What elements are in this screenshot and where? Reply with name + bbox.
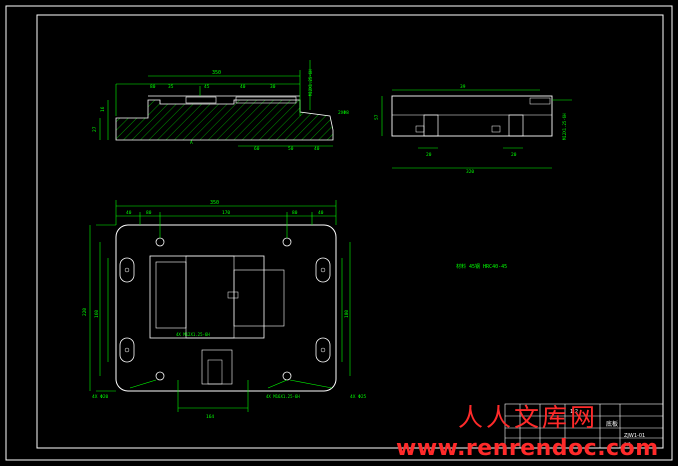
svg-text:M12X1.25-6H: M12X1.25-6H [562, 113, 567, 140]
top-view-note: 4X M12X1.25-6H [176, 332, 210, 337]
top-view-total-width: 350 [210, 200, 219, 206]
top-view-seg-2: 80 [146, 210, 152, 216]
section-dim-60: 60 [254, 146, 260, 152]
hole-bl [155, 371, 165, 381]
watermark-chinese: 人人文库网 [458, 403, 599, 432]
svg-text:27: 27 [92, 126, 98, 132]
side-slot-2 [508, 114, 524, 137]
hole-tr [282, 237, 292, 247]
svg-text:40: 40 [240, 84, 246, 90]
svg-text:A: A [190, 140, 193, 146]
top-view-height-total: 220 [82, 308, 88, 316]
title-drawing-no: ZJW1-01 [624, 433, 645, 439]
outer-frame [5, 5, 673, 461]
title-block [504, 403, 664, 449]
material-note: 材料 45钢 HRC40-45 [456, 263, 507, 270]
top-view-bottom-dim: 164 [206, 414, 214, 420]
title-scale: 1:2 [570, 409, 578, 415]
side-view-height-dim: 57 [374, 114, 380, 120]
svg-text:16: 16 [100, 106, 106, 112]
side-slot-1 [423, 114, 439, 137]
top-view-seg-1: 40 [126, 210, 132, 216]
top-view-left-callout: 4X Φ20 [92, 394, 109, 400]
top-view-bottom-note: 4X M16X1.25-6H [266, 394, 300, 399]
side-slot-dim-2: 20 [511, 152, 517, 158]
title-part-name: 底板 [606, 420, 618, 428]
svg-text:35: 35 [168, 84, 174, 90]
section-view: 350 80 35 45 40 30 27 16 A 60 50 40 2XΦ8… [92, 60, 349, 152]
svg-text:45: 45 [204, 84, 210, 90]
slot-right-bottom [315, 337, 331, 363]
top-view-plate [115, 224, 337, 392]
svg-text:30: 30 [270, 84, 276, 90]
top-view-height-left: 160 [94, 310, 100, 318]
top-view-right-callout: 4X Φ25 [350, 394, 367, 400]
svg-text:M12X1.25-6H: M12X1.25-6H [308, 69, 313, 96]
section-slot-2 [235, 96, 297, 104]
top-view: 350 40 80 170 80 40 220 160 180 164 4X M… [82, 200, 367, 420]
svg-text:80: 80 [150, 84, 156, 90]
top-view-height-right: 180 [344, 310, 350, 318]
section-dim-50: 50 [288, 146, 294, 152]
side-view-top-dim: 39 [460, 84, 466, 90]
side-view: 39 57 320 20 20 M12X1.25-6H [374, 84, 572, 175]
inner-frame [36, 14, 664, 449]
title-sheet: 1/1 [624, 442, 631, 448]
top-view-seg-5: 40 [318, 210, 324, 216]
top-view-seg-4: 80 [292, 210, 298, 216]
section-slot-1 [185, 96, 217, 104]
slot-right-top [315, 257, 331, 283]
svg-text:350: 350 [212, 70, 221, 76]
side-view-body [391, 95, 553, 137]
hole-tl [155, 237, 165, 247]
hole-br [282, 371, 292, 381]
side-view-width-dim: 320 [466, 169, 474, 175]
side-slot-dim-1: 20 [426, 152, 432, 158]
watermark-url: www.renrendoc.com [396, 436, 659, 461]
section-dim-40: 40 [314, 146, 320, 152]
slot-left-top [119, 257, 135, 283]
top-view-seg-3: 170 [222, 210, 230, 216]
section-body-hatch [115, 99, 334, 141]
slot-left-bottom [119, 337, 135, 363]
svg-text:2XΦ8: 2XΦ8 [338, 110, 349, 116]
